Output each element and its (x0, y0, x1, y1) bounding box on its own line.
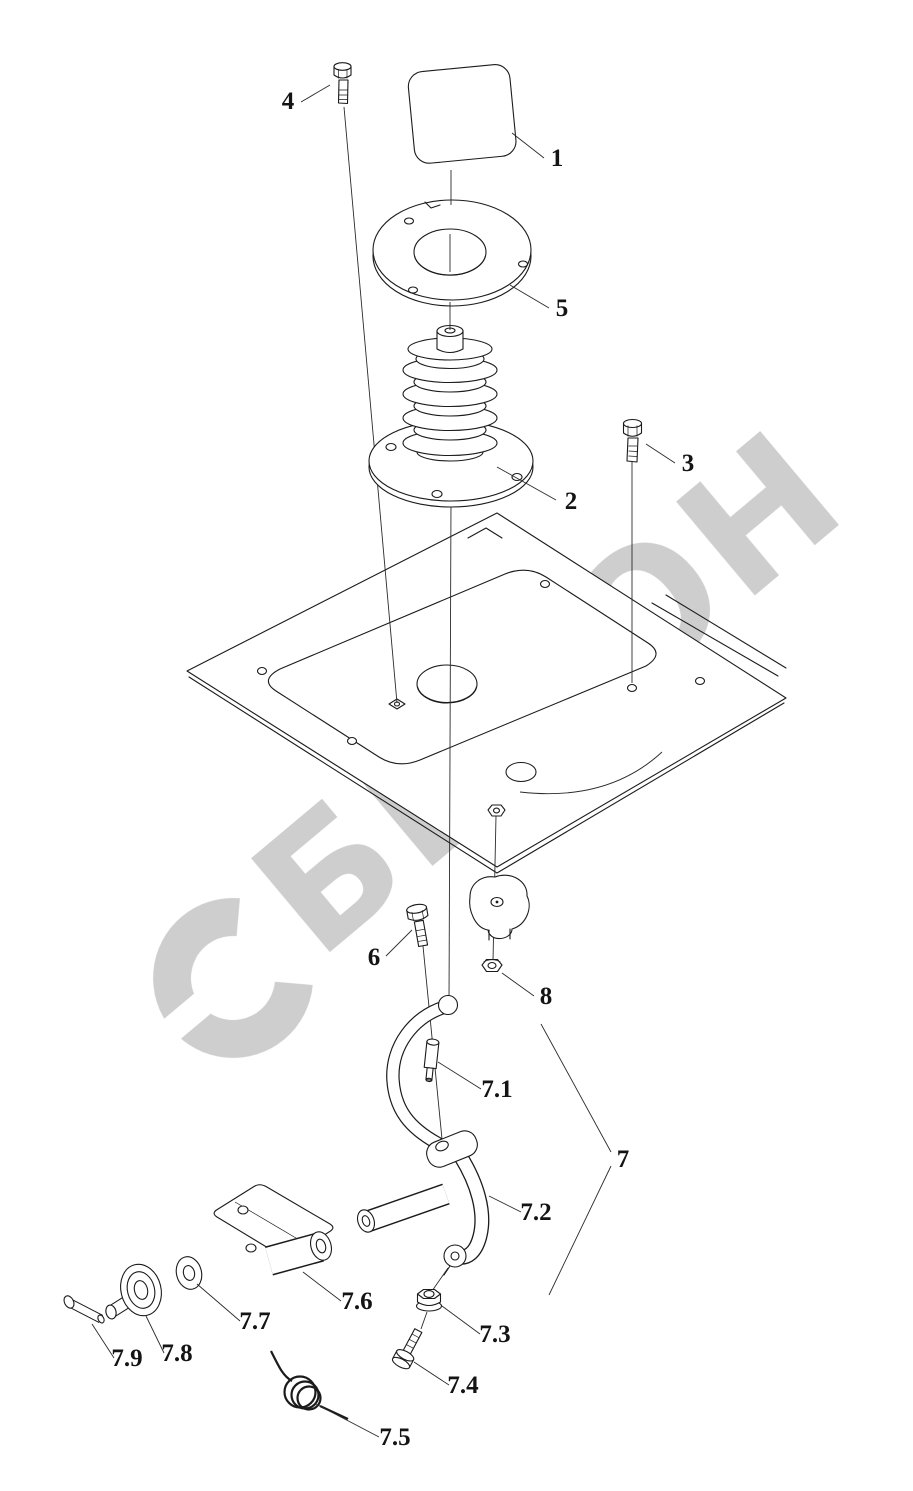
part-bushing-7-8 (105, 1263, 162, 1320)
assembly-axis-lines (343, 106, 633, 1140)
axis-overlay-lines (449, 170, 452, 330)
callout-1: 1 (551, 145, 564, 172)
callout-7-4: 7.4 (447, 1372, 479, 1399)
callout-7-7: 7.7 (239, 1308, 270, 1335)
callout-5: 5 (556, 295, 569, 322)
lever-clevis (426, 1130, 478, 1168)
part-bolt-4 (333, 62, 352, 105)
part-cam-8 (469, 874, 530, 941)
callout-7-1: 7.1 (481, 1076, 512, 1103)
callout-7-3: 7.3 (479, 1321, 510, 1348)
callout-6: 6 (368, 944, 381, 971)
lower-axis-lines (420, 1267, 449, 1330)
brand-logo-icon (152, 897, 313, 1058)
callout-7-5: 7.5 (379, 1424, 410, 1451)
lever-ball-end (437, 994, 459, 1016)
part-cover-pad-1 (407, 64, 517, 164)
callout-7: 7 (617, 1146, 630, 1173)
part-washer-7-7 (175, 1256, 203, 1290)
callout-7-2: 7.2 (520, 1199, 551, 1226)
callout-7-8: 7.8 (161, 1340, 192, 1367)
part-bellows-2 (368, 324, 534, 508)
part-lever-7-2 (356, 994, 490, 1276)
panel-oval-hole (505, 761, 537, 783)
part-upper-flange-5 (372, 199, 532, 307)
part-bracket-7-6 (213, 1184, 334, 1276)
part-bolt-7-4 (391, 1328, 423, 1370)
callout-2: 2 (565, 488, 578, 515)
callout-labels: 1 2 3 4 5 6 7 8 7.1 7.2 7.3 7.4 7.5 7.6 … (111, 88, 694, 1451)
part-nut-8 (481, 958, 503, 973)
callout-7-6: 7.6 (341, 1288, 372, 1315)
callout-3: 3 (682, 450, 695, 477)
panel-square-nut (388, 698, 406, 710)
part-floor-panel (186, 512, 787, 874)
part-nut-7-3 (415, 1288, 443, 1312)
callout-7-9: 7.9 (111, 1345, 142, 1372)
brand-logo-slot (152, 982, 225, 1049)
part-pin-7-1 (423, 1038, 440, 1083)
part-pin-7-9 (63, 1295, 105, 1324)
part-bolt-3 (622, 418, 643, 463)
callout-8: 8 (540, 983, 553, 1010)
callout-4: 4 (282, 88, 295, 115)
part-spring-7-5 (270, 1350, 349, 1420)
callout-leader-lines (91, 84, 676, 1438)
panel-weld-nut (487, 804, 506, 817)
part-bolt-6 (406, 903, 429, 948)
